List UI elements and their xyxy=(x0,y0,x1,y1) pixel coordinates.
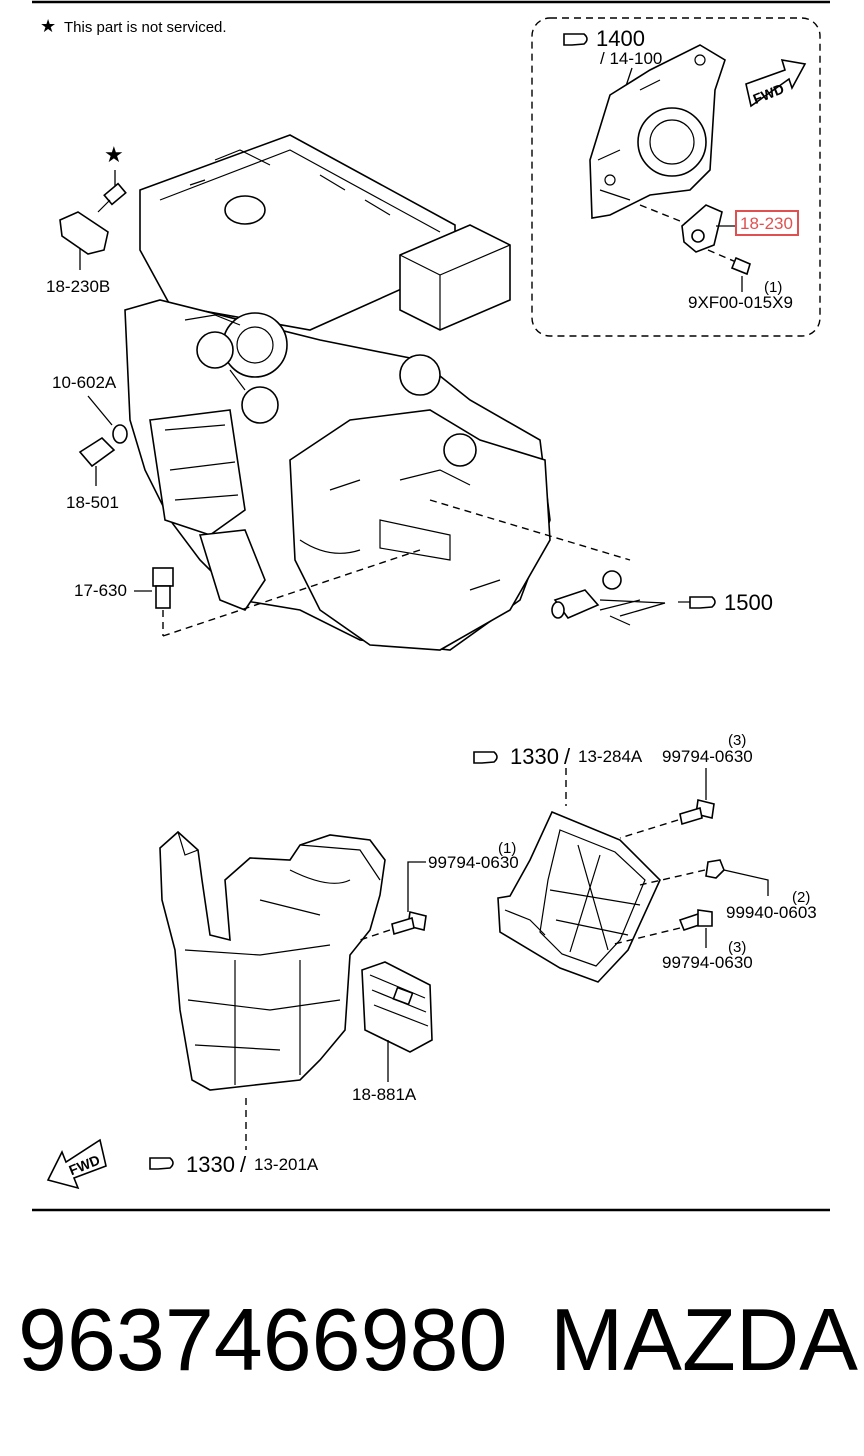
qty-bolt-c: (3) xyxy=(728,939,746,956)
footer-part-number: 9637466980 xyxy=(18,1290,507,1389)
label-bolt-a: 99794-0630 xyxy=(662,747,753,766)
timing-cover-drawing xyxy=(589,44,726,219)
label-18-230[interactable]: 18-230 xyxy=(740,214,793,233)
ref-hand-1330-bottom xyxy=(149,1157,174,1170)
ref-1330-top: 1330 xyxy=(510,744,559,769)
ref-13-201a: 13-201A xyxy=(254,1155,319,1174)
engine-illustration xyxy=(124,134,551,651)
ref-1500: 1500 xyxy=(724,590,773,615)
switch-17-630-drawing xyxy=(134,549,421,637)
highlight-box xyxy=(735,210,799,236)
qty-bolt-a: (3) xyxy=(728,732,746,749)
footer-brand: MAZDA xyxy=(550,1290,858,1389)
ref-hand-1500 xyxy=(678,596,716,609)
oring-and-sensor-drawing xyxy=(78,395,128,486)
note-star: ★ xyxy=(40,16,56,36)
bolt-c-drawing xyxy=(609,909,713,948)
sensor-18-230b-drawing xyxy=(59,170,127,270)
fwd-arrow-bottom xyxy=(46,1138,107,1190)
fwd-arrow-top xyxy=(745,58,807,108)
ref-slash-bottom: / xyxy=(240,1152,247,1177)
speed-sensor-drawing xyxy=(429,499,666,626)
label-18-881a: 18-881A xyxy=(352,1085,417,1104)
star-marker: ★ xyxy=(104,142,124,167)
sensor-18-230-drawing xyxy=(639,204,751,292)
bolt-b-drawing xyxy=(359,861,427,941)
ref-hand-1330-top xyxy=(473,751,498,764)
label-17-630: 17-630 xyxy=(74,581,127,600)
qty-bolt-b: (1) xyxy=(498,840,516,857)
ref-slash-top: / xyxy=(564,744,571,769)
note-text: This part is not serviced. xyxy=(64,19,227,36)
ref-1400: 1400 xyxy=(596,26,645,51)
label-18-230b: 18-230B xyxy=(46,277,110,296)
bolt-a-drawing xyxy=(619,768,715,839)
ref-hand-1400 xyxy=(563,33,588,46)
ref-1330-bottom: 1330 xyxy=(186,1152,235,1177)
label-18-501: 18-501 xyxy=(66,493,119,512)
battery-box-drawing xyxy=(159,830,386,1091)
ref-13-284a: 13-284A xyxy=(578,747,643,766)
label-10-602a: 10-602A xyxy=(52,373,117,392)
inset-box xyxy=(531,17,821,337)
qty-bolt-top: (1) xyxy=(764,279,782,296)
control-module-drawing xyxy=(361,961,433,1082)
cover-tray-drawing xyxy=(497,810,661,983)
label-9xf00: 9XF00-015X9 xyxy=(688,293,793,312)
qty-nut: (2) xyxy=(792,889,810,906)
label-bolt-b: 99794-0630 xyxy=(428,853,519,872)
nut-drawing xyxy=(639,859,769,896)
ref-14-100: / 14-100 xyxy=(600,49,662,68)
label-bolt-c: 99794-0630 xyxy=(662,953,753,972)
label-nut: 99940-0603 xyxy=(726,903,817,922)
